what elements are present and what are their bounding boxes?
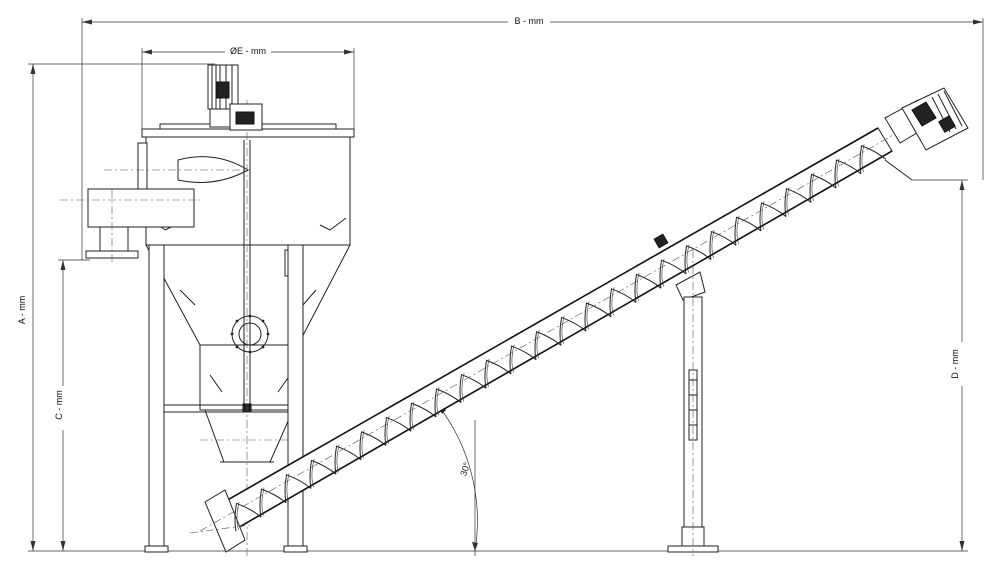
dim-label-c: C - mm bbox=[54, 390, 64, 420]
screw-flight bbox=[659, 259, 687, 289]
screw-flight-edge bbox=[436, 387, 440, 416]
screw-flight bbox=[434, 388, 462, 418]
screw-flight-edge bbox=[686, 244, 690, 273]
screw-flight-edge bbox=[636, 272, 640, 302]
dim-label-angle: 30° bbox=[458, 461, 472, 477]
agitator-motor bbox=[207, 64, 263, 131]
screw-flight-edge bbox=[511, 344, 515, 373]
screw-conveyor bbox=[189, 127, 901, 553]
screw-flight-edge bbox=[786, 187, 790, 216]
screw-flight bbox=[484, 359, 512, 389]
screw-flight bbox=[259, 488, 287, 518]
dimension-labels: B - mm ØE - mm A - mm C - mm D - mm 30° bbox=[14, 14, 964, 477]
screw-flight bbox=[834, 159, 862, 189]
screw-flights bbox=[234, 144, 887, 532]
screw-flight bbox=[359, 431, 387, 460]
screw-flight-edge bbox=[411, 401, 415, 430]
screw-flight bbox=[509, 345, 537, 375]
screw-flight bbox=[284, 474, 312, 503]
screw-flight-edge bbox=[711, 230, 715, 259]
screw-flight bbox=[634, 273, 662, 303]
screw-flight-edge bbox=[286, 473, 290, 502]
screw-flight-edge bbox=[486, 358, 490, 387]
conveyor-drive bbox=[884, 87, 969, 181]
screw-flight bbox=[859, 145, 887, 174]
screw-flight-edge bbox=[261, 487, 265, 516]
conveyor-support bbox=[667, 250, 719, 556]
screw-flight-edge bbox=[336, 444, 340, 473]
screw-flight bbox=[759, 202, 787, 232]
screw-flight-edge bbox=[361, 430, 365, 459]
screw-flight-edge bbox=[761, 201, 765, 230]
screw-flight-edge bbox=[586, 301, 590, 330]
screw-flight-edge bbox=[861, 144, 865, 173]
screw-flight bbox=[559, 316, 587, 346]
screw-flight-edge bbox=[661, 258, 665, 287]
screw-flight bbox=[534, 331, 562, 360]
screw-flight bbox=[784, 187, 812, 217]
screw-flight bbox=[409, 402, 437, 432]
screw-flight-edge bbox=[611, 287, 615, 316]
screw-flight bbox=[734, 216, 762, 246]
screw-flight bbox=[809, 173, 837, 203]
screw-flight-edge bbox=[311, 458, 315, 488]
screw-flight-edge bbox=[536, 330, 540, 359]
screw-flight-edge bbox=[836, 158, 840, 187]
screw-flight bbox=[459, 373, 487, 403]
screw-flight bbox=[584, 302, 612, 332]
dim-label-a: A - mm bbox=[17, 296, 27, 325]
screw-flight-edge bbox=[386, 416, 390, 445]
screw-flight-edge bbox=[811, 172, 815, 201]
dim-label-e: ØE - mm bbox=[230, 46, 266, 56]
screw-flight-edge bbox=[561, 315, 565, 345]
screw-flight bbox=[609, 288, 637, 317]
screw-flight-edge bbox=[736, 215, 740, 244]
screw-flight bbox=[309, 459, 337, 489]
dim-label-d: D - mm bbox=[950, 349, 960, 379]
screw-flight bbox=[684, 245, 712, 274]
screw-flight bbox=[334, 445, 362, 475]
screw-flight bbox=[234, 502, 262, 532]
screw-flight-edge bbox=[461, 373, 465, 402]
screw-flight-edge bbox=[236, 501, 240, 531]
screw-flight bbox=[709, 230, 737, 260]
dim-label-b: B - mm bbox=[515, 16, 544, 26]
screw-flight bbox=[384, 416, 412, 446]
